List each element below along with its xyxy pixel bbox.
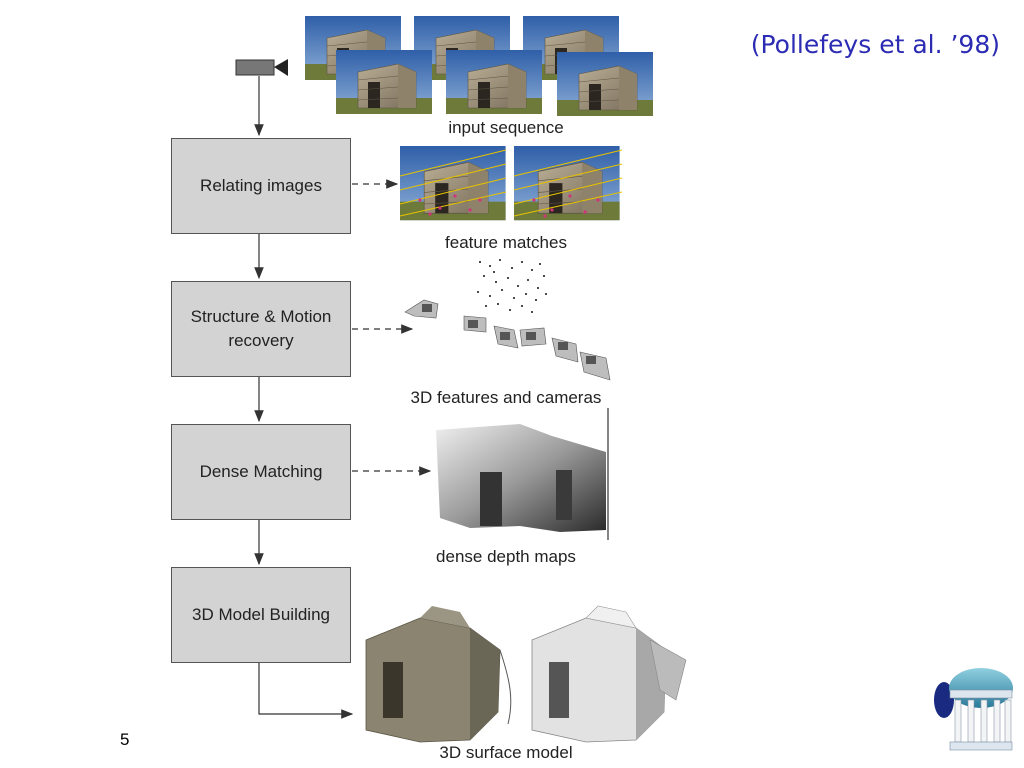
step-label: Relating images	[200, 176, 322, 196]
page-number: 5	[120, 730, 130, 749]
dashed-arrows	[352, 179, 432, 476]
depth-map-image	[436, 408, 609, 540]
step-label: Structure & Motion recovery	[190, 307, 332, 350]
step-label: Dense Matching	[199, 462, 323, 482]
video-camera-icon	[235, 59, 288, 76]
caption-depth-maps: dense depth maps	[436, 547, 576, 566]
university-rotunda-logo	[934, 668, 1013, 751]
input-sequence-images	[304, 15, 654, 117]
step-relating-images: Relating images	[171, 138, 351, 234]
caption-feature-matches: feature matches	[445, 233, 567, 252]
step-dense-matching: Dense Matching	[171, 424, 351, 520]
feature-match-images	[399, 145, 623, 221]
caption-surface-model: 3D surface model	[439, 743, 573, 762]
step-label: 3D Model Building	[192, 605, 330, 625]
citation: (Pollefeys et al. ’98)	[750, 30, 1000, 59]
step-structure-motion: Structure & Motion recovery	[171, 281, 351, 377]
step-model-building: 3D Model Building	[171, 567, 351, 663]
flow-arrows	[254, 76, 354, 719]
caption-input-sequence: input sequence	[448, 118, 564, 137]
caption-3d-features: 3D features and cameras	[410, 388, 602, 407]
point-cloud-cameras	[404, 259, 611, 381]
surface-model-images	[365, 605, 687, 743]
